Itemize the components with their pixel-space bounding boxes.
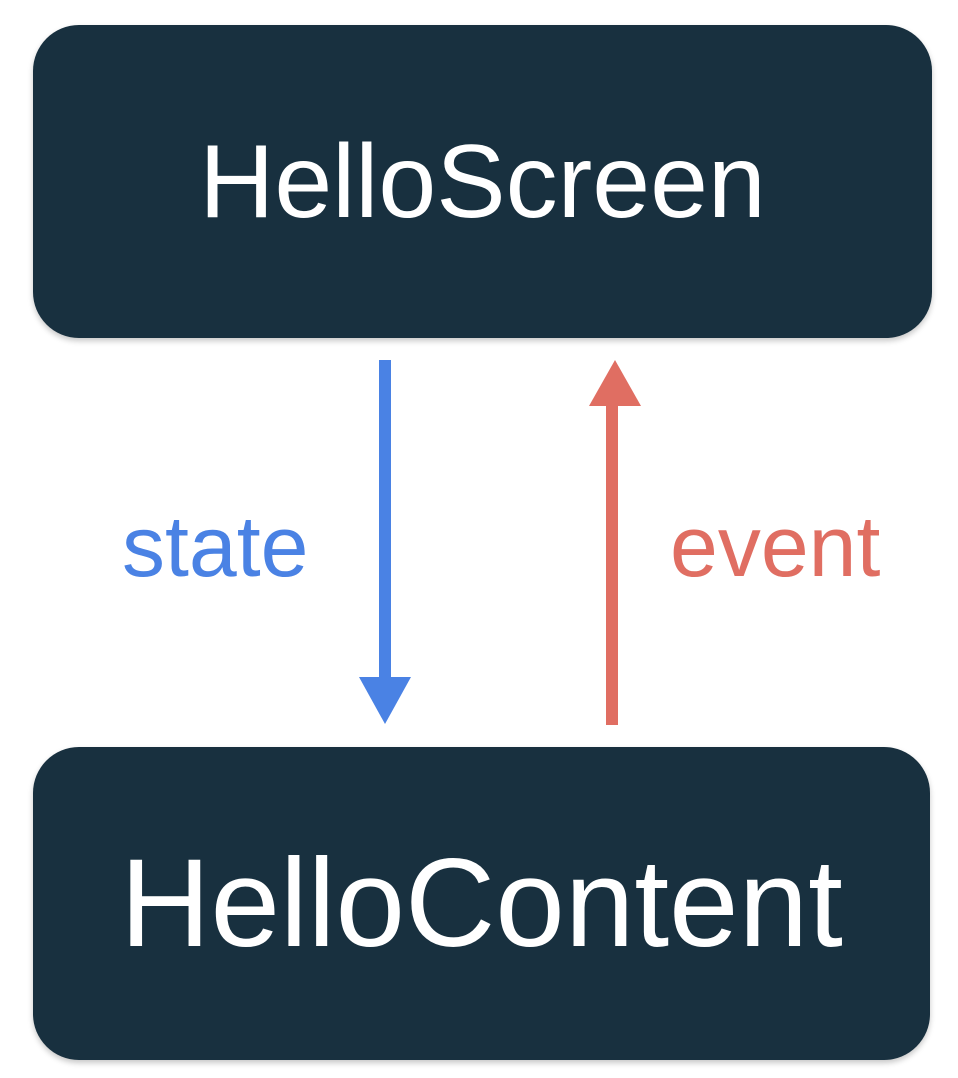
edge-label-event: event <box>670 499 881 595</box>
edge-label-state: state <box>122 499 309 595</box>
arrow-event-up-icon <box>589 360 641 725</box>
node-hello-screen-label: HelloScreen <box>199 123 766 240</box>
arrow-state-shape <box>359 360 411 724</box>
arrow-state-down-icon <box>359 360 411 724</box>
arrow-event-shape <box>589 360 641 725</box>
node-hello-content[interactable]: HelloContent <box>33 747 930 1060</box>
node-hello-screen[interactable]: HelloScreen <box>33 25 932 338</box>
node-hello-content-label: HelloContent <box>120 834 843 973</box>
